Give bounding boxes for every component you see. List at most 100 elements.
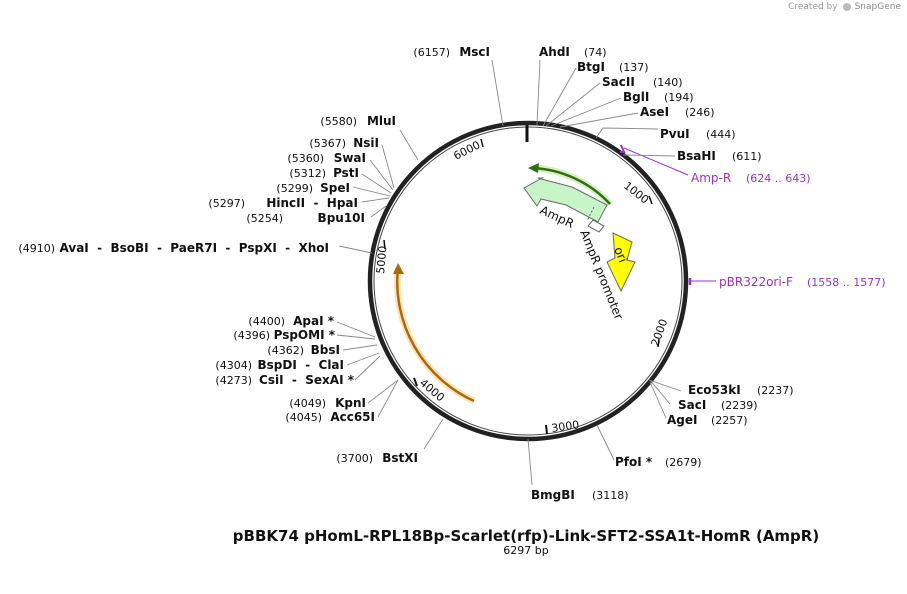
site-avai-group-name: AvaI - BsoBI - PaeR7I - PspXI - XhoI — [60, 241, 329, 255]
leader-hincii — [361, 197, 390, 203]
site-mlui-pos: (5580) — [320, 115, 357, 128]
leader-bbsi — [342, 344, 378, 351]
site-pvui-pos: (444) — [706, 128, 736, 141]
amp-r-primer-leader — [623, 147, 689, 176]
leader-eco53ki — [648, 379, 682, 392]
ori-feature-label: ori — [611, 245, 630, 265]
primers: Amp-R (624 .. 643) pBR322ori-F (1558 .. … — [620, 144, 886, 289]
site-avai-group-pos: (4910) — [18, 242, 55, 255]
tick-labels: 1000 2000 3000 4000 5000 6000 — [374, 138, 670, 435]
site-ahdi-name: AhdI — [539, 45, 570, 59]
ampr-feature-arrow — [523, 177, 608, 223]
leader-agei — [649, 381, 667, 419]
green-orf — [532, 166, 611, 205]
site-pfoi-pos: (2679) — [665, 456, 702, 469]
leader-asei — [559, 112, 639, 128]
features: AmpR AmpR promoter ori — [523, 177, 636, 322]
leader-spei — [352, 186, 391, 197]
ori-feature-arrow — [606, 232, 636, 293]
site-kpni-pos: (4049) — [289, 397, 326, 410]
site-bstxi-name: BstXI — [382, 451, 418, 465]
ampr-promoter-feature — [587, 219, 605, 233]
leader-ahdi — [536, 59, 541, 126]
orange-orf — [396, 267, 475, 403]
site-msci-name: MscI — [459, 45, 490, 59]
site-asei-name: AseI — [640, 105, 669, 119]
tick-label-2000: 2000 — [649, 317, 671, 348]
tick-marks — [383, 138, 660, 435]
leader-nsii — [381, 144, 395, 189]
site-spei-name: SpeI — [320, 181, 350, 195]
tick-6000 — [480, 138, 484, 148]
tick-3000 — [545, 424, 548, 435]
site-spei-pos: (5299) — [276, 182, 313, 195]
tick-2000 — [657, 338, 660, 348]
site-bsahi-name: BsaHI — [677, 149, 716, 163]
amp-r-primer-name: Amp-R — [691, 171, 731, 185]
site-hincii-hpai-pos: (5297) — [208, 197, 245, 210]
amp-r-primer-mark — [620, 144, 626, 153]
leader-bstxi — [423, 418, 444, 450]
site-labels-right: AhdI (74) BtgI (137) SacII (140) BglI (1… — [531, 45, 794, 502]
leader-bsahi — [622, 154, 676, 157]
leader-bpu10i — [370, 205, 387, 218]
site-bstxi-pos: (3700) — [336, 452, 373, 465]
site-labels-left: BstXI (3700) Acc65I (4045) KpnI (4049) C… — [18, 45, 490, 465]
pbr322ori-f-primer-pos: (1558 .. 1577) — [807, 276, 886, 289]
leader-acc65i — [377, 379, 399, 418]
site-pspomi-name: PspOMI * — [274, 328, 336, 342]
tick-label-5000: 5000 — [374, 245, 389, 274]
leader-saci — [649, 379, 671, 405]
site-kpni-name: KpnI — [335, 396, 366, 410]
credit-brand: SnapGene — [854, 2, 901, 12]
site-psti-name: PstI — [333, 166, 359, 180]
site-bpu10i-pos: (5254) — [246, 212, 283, 225]
site-apai-pos: (4400) — [248, 315, 285, 328]
credit-prefix: Created by — [788, 2, 838, 12]
snapgene-logo-icon — [842, 3, 851, 11]
site-bbsi-name: BbsI — [311, 343, 340, 357]
backbone — [367, 120, 689, 442]
site-eco53ki-name: Eco53kI — [688, 383, 741, 397]
leader-bmgbi — [527, 438, 533, 486]
site-bgli-pos: (194) — [664, 91, 694, 104]
site-mlui-name: MluI — [367, 114, 396, 128]
leader-csii — [354, 355, 381, 381]
site-nsii-name: NsiI — [353, 136, 379, 150]
site-pvui-name: PvuI — [660, 127, 690, 141]
site-pfoi-name: PfoI * — [615, 455, 653, 469]
orange-orf-arrowhead — [393, 263, 404, 274]
site-acc65i-name: Acc65I — [330, 410, 375, 424]
site-ahdi-pos: (74) — [584, 46, 607, 59]
pbr322ori-f-primer-name: pBR322ori-F — [719, 275, 793, 289]
site-saci-name: SacI — [678, 398, 706, 412]
leader-pvui — [595, 127, 659, 139]
site-asei-pos: (246) — [685, 106, 715, 119]
site-bpu10i-name: Bpu10I — [318, 211, 365, 225]
leader-avai — [338, 245, 373, 254]
site-leaders — [336, 59, 682, 486]
site-agei-pos: (2257) — [711, 414, 748, 427]
site-agei-name: AgeI — [667, 413, 697, 427]
ampr-feature-divider — [586, 206, 595, 222]
leader-apai — [336, 321, 376, 338]
leader-pfoi — [596, 424, 615, 461]
green-orf-arrowhead — [528, 163, 539, 173]
site-swai-name: SwaI — [334, 151, 366, 165]
site-psti-pos: (5312) — [289, 167, 326, 180]
orfs — [393, 163, 613, 405]
site-sacii-name: SacII — [602, 75, 635, 89]
tick-label-3000: 3000 — [551, 418, 581, 435]
site-bspdi-clai-name: BspDI - ClaI — [258, 358, 344, 372]
site-msci-pos: (6157) — [413, 46, 450, 59]
tick-5000 — [383, 239, 386, 250]
site-apai-name: ApaI * — [293, 314, 335, 328]
site-hincii-hpai-name: HincII - HpaI — [266, 196, 358, 210]
site-sacii-pos: (140) — [653, 76, 683, 89]
leader-btgi — [542, 67, 577, 127]
site-bspdi-clai-pos: (4304) — [215, 359, 252, 372]
map-length-label: 6297 bp — [503, 544, 549, 557]
leader-mlui — [399, 129, 419, 161]
leader-sacii — [545, 82, 601, 127]
site-bsahi-pos: (611) — [732, 150, 762, 163]
